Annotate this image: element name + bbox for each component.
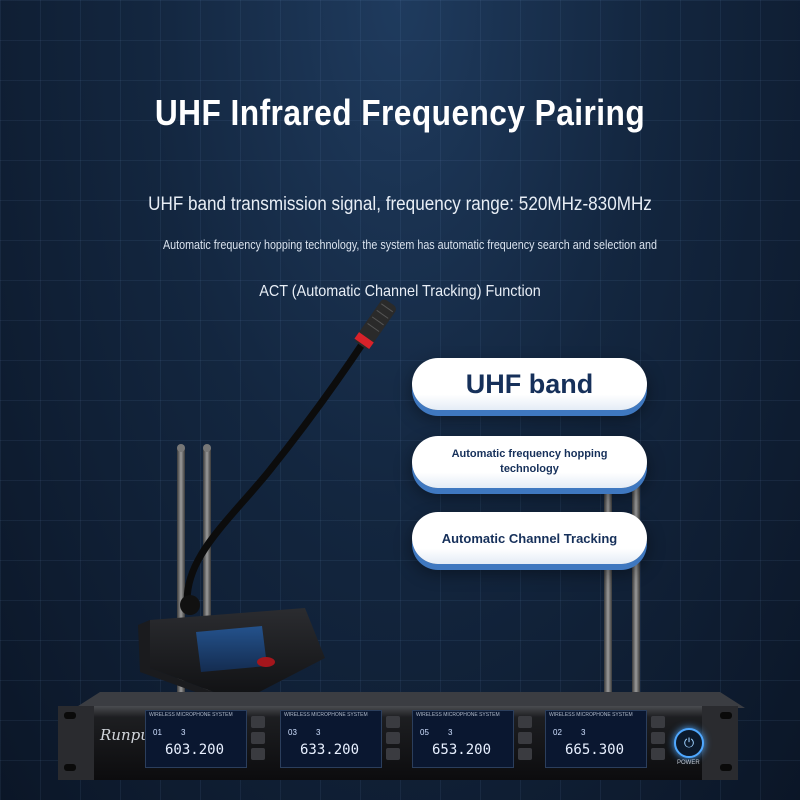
channel-set-button[interactable] xyxy=(651,732,665,744)
channel-system-label: WIRELESS MICROPHONE SYSTEM xyxy=(284,712,368,718)
channel-down-button[interactable] xyxy=(651,748,665,760)
feature-label: UHF band xyxy=(465,368,594,399)
channel-down-button[interactable] xyxy=(251,748,265,760)
act-text: ACT (Automatic Channel Tracking) Functio… xyxy=(259,283,541,300)
channel-set-button[interactable] xyxy=(386,732,400,744)
channel-group: 02 xyxy=(553,728,562,737)
channel-system-label: WIRELESS MICROPHONE SYSTEM xyxy=(416,712,500,718)
antenna-left-2 xyxy=(203,444,211,698)
channel-number: 3 xyxy=(448,728,453,737)
power-label: POWER xyxy=(677,760,700,766)
channel-group: 05 xyxy=(420,728,429,737)
channel-panel-2: WIRELESS MICROPHONE SYSTEM 03 3 633.200 xyxy=(280,710,410,768)
hopping-text: Automatic frequency hopping technology, … xyxy=(162,238,657,252)
channel-group: 03 xyxy=(288,728,297,737)
channel-group: 01 xyxy=(153,728,162,737)
antenna-left-1 xyxy=(177,444,185,698)
channel-up-button[interactable] xyxy=(251,716,265,728)
feature-pill-channel-tracking: Automatic Channel Tracking xyxy=(412,512,647,564)
channel-down-button[interactable] xyxy=(386,748,400,760)
channel-frequency: 653.200 xyxy=(432,742,492,758)
mic-head xyxy=(354,299,396,350)
page-title: UHF Infrared Frequency Pairing xyxy=(154,92,646,133)
mic-ring xyxy=(354,332,374,350)
power-button[interactable]: ⏻ xyxy=(674,728,704,758)
channel-number: 3 xyxy=(581,728,586,737)
channel-frequency: 603.200 xyxy=(165,742,225,758)
base-talk-button xyxy=(257,657,275,667)
feature-pill-frequency-hopping: Automatic frequency hopping technology xyxy=(412,436,647,488)
channel-up-button[interactable] xyxy=(386,716,400,728)
channel-up-button[interactable] xyxy=(651,716,665,728)
brand-logo: Runpu xyxy=(100,726,150,744)
channel-system-label: WIRELESS MICROPHONE SYSTEM xyxy=(549,712,633,718)
channel-system-label: WIRELESS MICROPHONE SYSTEM xyxy=(149,712,233,718)
base-lcd xyxy=(196,626,267,672)
gooseneck xyxy=(183,338,368,611)
feature-pill-uhf-band: UHF band xyxy=(412,358,647,410)
feature-label: Automatic frequency hopping technology xyxy=(451,448,608,475)
rack-ear-right xyxy=(702,706,738,780)
channel-number: 3 xyxy=(181,728,186,737)
feature-label: Automatic Channel Tracking xyxy=(441,530,618,546)
mic-base xyxy=(138,595,325,708)
power-icon: ⏻ xyxy=(683,735,695,750)
frequency-range-text: UHF band transmission signal, frequency … xyxy=(148,194,652,215)
channel-set-button[interactable] xyxy=(518,732,532,744)
channel-up-button[interactable] xyxy=(518,716,532,728)
channel-frequency: 665.300 xyxy=(565,742,625,758)
channel-frequency: 633.200 xyxy=(300,742,360,758)
channel-number: 3 xyxy=(316,728,321,737)
channel-set-button[interactable] xyxy=(251,732,265,744)
channel-panel-1: WIRELESS MICROPHONE SYSTEM 01 3 603.200 xyxy=(145,710,275,768)
channel-panel-3: WIRELESS MICROPHONE SYSTEM 05 3 653.200 xyxy=(412,710,542,768)
rack-ear-left xyxy=(58,706,94,780)
channel-down-button[interactable] xyxy=(518,748,532,760)
channel-panel-4: WIRELESS MICROPHONE SYSTEM 02 3 665.300 xyxy=(545,710,675,768)
